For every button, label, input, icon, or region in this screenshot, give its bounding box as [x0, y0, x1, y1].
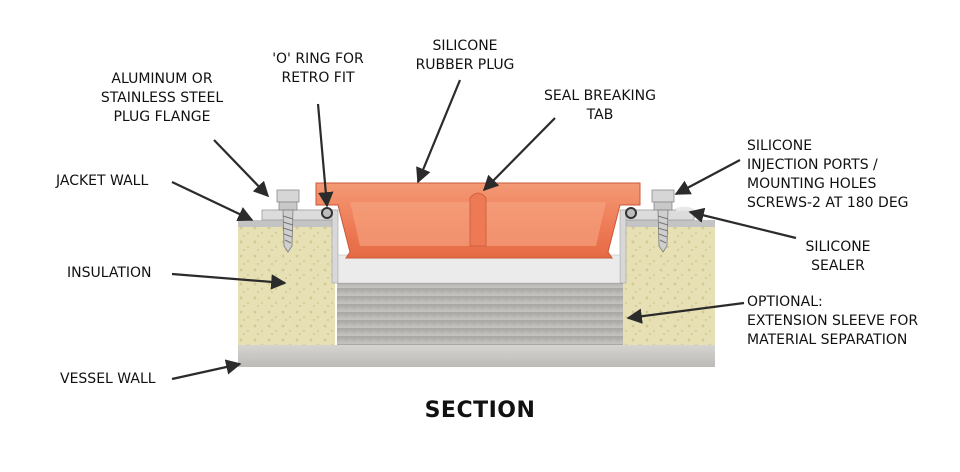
arrow-rubber-plug: [416, 79, 462, 184]
label-seal-tab: SEAL BREAKING TAB: [544, 88, 656, 123]
flange-wall-right: [619, 209, 627, 284]
arrow-seal-tab: [482, 117, 556, 192]
arrow-o-ring: [316, 103, 334, 208]
label-jacket-wall: JACKET WALL: [56, 173, 149, 189]
label-sealer: SILICONE SEALER: [805, 239, 871, 274]
vessel-wall: [238, 345, 715, 367]
section-caption: SECTION: [424, 398, 536, 423]
arrow-injection-ports: [674, 159, 741, 195]
label-plug-flange: ALUMINUM OR STAINLESS STEEL PLUG FLANGE: [100, 71, 224, 125]
label-vessel-wall: VESSEL WALL: [60, 371, 156, 387]
screw-right: [651, 189, 675, 253]
insulation-right: [622, 226, 715, 345]
seal-breaking-tab: [469, 192, 487, 247]
extension-sleeve: [337, 283, 623, 345]
arrow-sealer: [688, 207, 797, 240]
label-sleeve: OPTIONAL: EXTENSION SLEEVE FOR MATERIAL …: [747, 294, 919, 348]
o-ring-left: [321, 207, 333, 219]
o-ring-right: [625, 207, 637, 219]
label-rubber-plug: SILICONE RUBBER PLUG: [415, 38, 515, 73]
arrow-vessel-wall: [171, 359, 242, 381]
jacket-wall-right: [622, 220, 715, 227]
screw-left: [276, 189, 300, 253]
arrow-sleeve: [626, 301, 745, 324]
flange-wall-left: [331, 209, 339, 284]
arrow-jacket-wall: [171, 181, 254, 222]
label-insulation: INSULATION: [67, 265, 152, 281]
arrow-plug-flange: [213, 139, 270, 198]
label-o-ring: 'O' RING FOR RETRO FIT: [272, 51, 364, 86]
flange-band: [337, 254, 621, 284]
label-injection-ports: SILICONE INJECTION PORTS / MOUNTING HOLE…: [747, 138, 909, 211]
arrow-insulation: [171, 272, 287, 290]
